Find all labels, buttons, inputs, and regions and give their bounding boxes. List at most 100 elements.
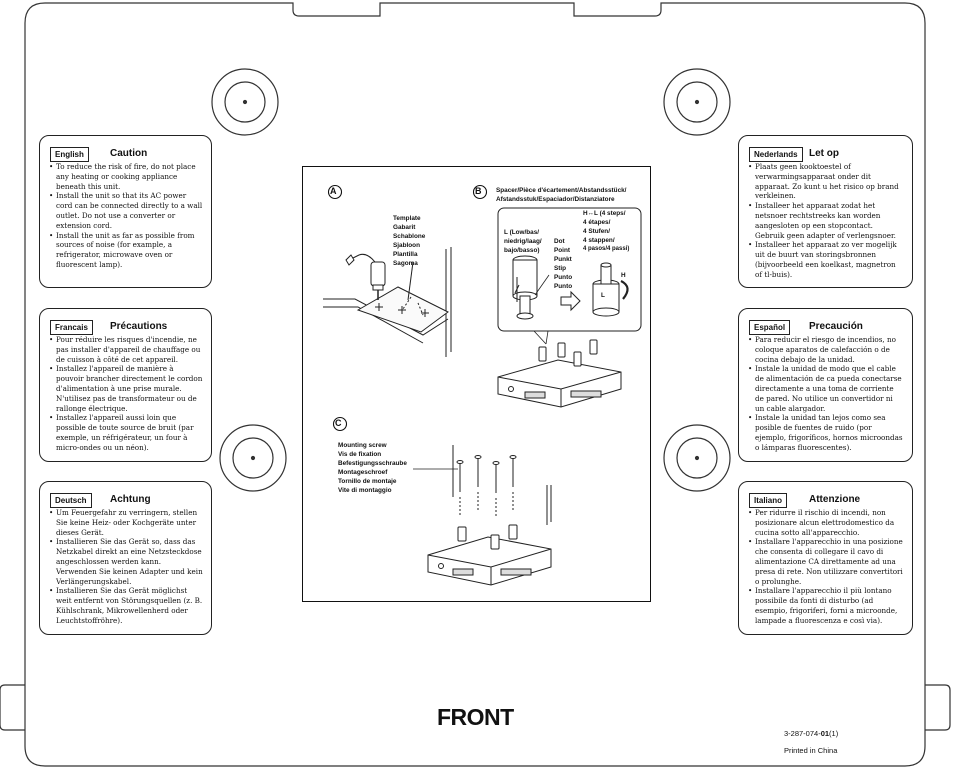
- caution-title: Précautions: [110, 321, 168, 332]
- label-line: Befestigungsschraube: [338, 460, 407, 467]
- language-tag: Francais: [50, 320, 93, 335]
- unit-drawing-b: [497, 339, 622, 408]
- caution-list: To reduce the risk of fire, do not place…: [49, 162, 203, 270]
- label-line: Dot: [554, 238, 565, 245]
- label-line: H↔L (4 steps/: [583, 210, 626, 217]
- list-item: Installieren Sie das Gerät möglichst wei…: [49, 586, 203, 625]
- cabinet-drawing-c: [452, 445, 552, 525]
- list-item: Para reducir el riesgo de incendios, no …: [748, 335, 904, 364]
- hole-mid-right: [663, 424, 731, 492]
- label-line: 4 Stufen/: [583, 228, 610, 235]
- caution-box-italiano: Italiano Attenzione Per ridurre il risch…: [738, 481, 913, 635]
- label-line: Schablone: [393, 233, 426, 240]
- label-line: Vite di montaggio: [338, 487, 392, 494]
- spacer-high: [592, 262, 629, 317]
- caution-list: Pour réduire les risques d'incendie, ne …: [49, 335, 203, 453]
- step-b-marker: [472, 184, 488, 200]
- caution-title: Achtung: [110, 494, 151, 505]
- hole-mid-left: [219, 424, 287, 492]
- list-item: Installeer het apparaat zodat het netsno…: [748, 201, 904, 240]
- list-item: Um Feuergefahr zu verringern, stellen Si…: [49, 508, 203, 537]
- screw-labels: Mounting screw Vis de fixation Befestigu…: [338, 441, 407, 495]
- list-item: Installez l'appareil de manière à pouvoi…: [49, 364, 203, 413]
- front-label: FRONT: [437, 704, 514, 730]
- template-markers: [375, 261, 429, 317]
- label-line: L (Low/bas/: [504, 229, 540, 236]
- label-line: Sagoma: [393, 260, 418, 267]
- printed-in: Printed in China: [784, 746, 838, 755]
- caution-title: Precaución: [809, 321, 863, 332]
- label-line: bajo/basso): [504, 247, 540, 254]
- label-line: 4 étapes/: [583, 219, 611, 226]
- caution-list: Per ridurre il rischio di incendi, non p…: [748, 508, 904, 626]
- label-line: Gabarit: [393, 224, 416, 231]
- caution-title: Attenzione: [809, 494, 861, 505]
- list-item: To reduce the risk of fire, do not place…: [49, 162, 203, 191]
- caution-title: Caution: [110, 148, 148, 159]
- installation-illustration: A B C Template Gabarit Schablone Sjabloo…: [302, 166, 651, 602]
- leader-lines-b: [533, 274, 550, 345]
- steps-labels: H↔L (4 steps/ 4 étapes/ 4 Stufen/ 4 stap…: [583, 209, 629, 254]
- caution-box-english: English Caution To reduce the risk of fi…: [39, 135, 212, 288]
- list-item: Installez l'appareil aussi loin que poss…: [49, 413, 203, 452]
- list-item: Installieren Sie das Gerät so, dass das …: [49, 537, 203, 586]
- language-tag: English: [50, 147, 89, 162]
- code-prefix: 3-287-074-: [784, 729, 821, 738]
- mounting-screws: [413, 455, 517, 516]
- language-tag: Español: [749, 320, 791, 335]
- label-line: 4 stappen/: [583, 237, 615, 244]
- spacer-detail-box: [497, 207, 642, 332]
- language-tag: Nederlands: [749, 147, 803, 162]
- installation-drawing: [323, 184, 642, 586]
- list-item: Instale la unidad tan lejos como sea pos…: [748, 413, 904, 452]
- label-line: Punto: [554, 283, 573, 290]
- spacer-low: [512, 255, 538, 320]
- caution-box-espanol: Español Precaución Para reducir el riesg…: [738, 308, 913, 462]
- label-line: Plantilla: [393, 251, 418, 258]
- caution-title: Let op: [809, 148, 839, 159]
- step-c-label: C: [335, 418, 342, 428]
- drill-drawing: [345, 253, 386, 300]
- label-line: Montageschroef: [338, 469, 388, 476]
- label-line: Template: [393, 215, 421, 222]
- spacer-title: Spacer/Pièce d'écartement/Abstandsstück/…: [496, 187, 627, 203]
- label-line: Punkt: [554, 256, 572, 263]
- arrow-right-icon: [560, 290, 581, 312]
- label-line: Tornillo de montaje: [338, 478, 397, 485]
- list-item: Install the unit as far as possible from…: [49, 231, 203, 270]
- hole-top-left: [211, 68, 279, 136]
- caution-list: Um Feuergefahr zu verringern, stellen Si…: [49, 508, 203, 626]
- list-item: Per ridurre il rischio di incendi, non p…: [748, 508, 904, 537]
- language-tag: Deutsch: [50, 493, 92, 508]
- list-item: Instale la unidad de modo que el cable d…: [748, 364, 904, 413]
- step-b-label: B: [475, 186, 482, 196]
- list-item: Installeer het apparaat zo ver mogelijk …: [748, 240, 904, 279]
- cabinet-drawing-a: [323, 247, 452, 357]
- template-labels: Template Gabarit Schablone Sjabloon Plan…: [393, 214, 425, 268]
- list-item: Pour réduire les risques d'incendie, ne …: [49, 335, 203, 364]
- label-line: 4 pasos/4 passi): [583, 246, 630, 252]
- unit-drawing-c: [427, 524, 552, 586]
- code-suffix: (1): [829, 729, 839, 738]
- document-code: 3-287-074-01(1): [784, 729, 838, 738]
- code-bold: 01: [820, 729, 830, 738]
- caution-list: Plaats geen kooktoestel of verwarmingsap…: [748, 162, 904, 280]
- step-c-marker: [332, 416, 348, 432]
- label-line: Vis de fixation: [338, 451, 382, 458]
- label-line: niedrig/laag/: [504, 238, 542, 245]
- dot-labels: Dot Point Punkt Stip Punto Punto: [554, 237, 572, 291]
- list-item: Install the unit so that its AC power co…: [49, 191, 203, 230]
- caution-box-nederlands: Nederlands Let op Plaats geen kooktoeste…: [738, 135, 913, 288]
- hole-top-right: [663, 68, 731, 136]
- l-mark: L: [601, 292, 605, 299]
- label-line: Punto: [554, 274, 573, 281]
- label-line: Mounting screw: [338, 442, 387, 449]
- caution-box-francais: Francais Précautions Pour réduire les ri…: [39, 308, 212, 462]
- label-line: Point: [554, 247, 570, 254]
- list-item: Installare l'apparecchio in una posizion…: [748, 537, 904, 586]
- language-tag: Italiano: [749, 493, 788, 508]
- list-item: Installare l'apparecchio il più lontano …: [748, 586, 904, 625]
- low-labels: L (Low/bas/ niedrig/laag/ bajo/basso): [504, 228, 542, 255]
- label-line: Sjabloon: [393, 242, 420, 249]
